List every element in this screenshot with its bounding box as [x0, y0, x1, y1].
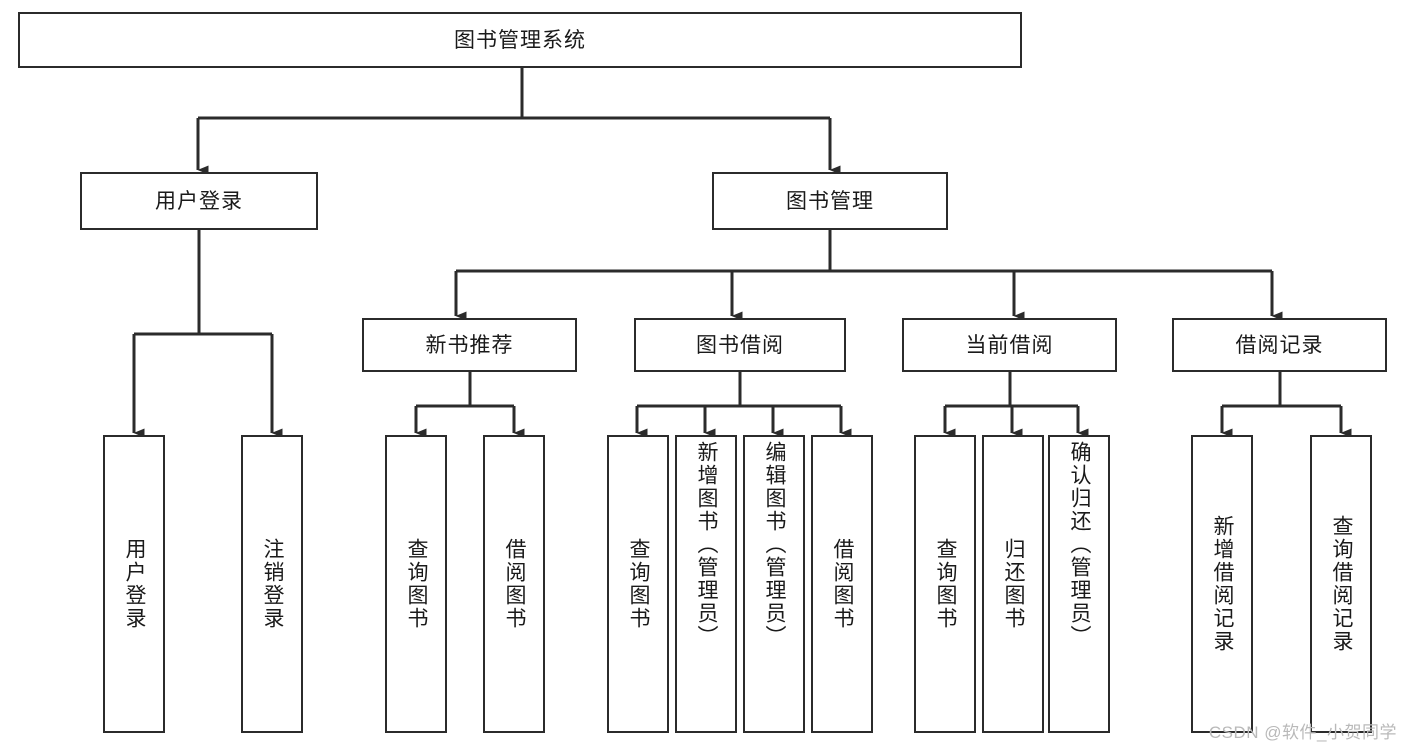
node-query-borrow-record[interactable]: 查询借阅记录	[1310, 435, 1372, 733]
node-add-book-admin[interactable]: 新增图书（管理员）	[675, 435, 737, 733]
node-query-book-borrow-label: 查询图书	[626, 538, 650, 630]
node-edit-book-admin-label: 编辑图书（管理员）	[762, 441, 786, 648]
node-query-book-recommend-label: 查询图书	[404, 538, 428, 630]
node-user-login-leaf-label: 用户登录	[122, 538, 146, 630]
node-return-book-label: 归还图书	[1001, 538, 1025, 630]
node-root-label: 图书管理系统	[454, 28, 586, 52]
node-borrow-record[interactable]: 借阅记录	[1172, 318, 1387, 372]
node-borrow-record-label: 借阅记录	[1235, 333, 1324, 357]
node-book-borrow[interactable]: 图书借阅	[634, 318, 846, 372]
node-query-book-current-label: 查询图书	[933, 538, 957, 630]
node-edit-book-admin[interactable]: 编辑图书（管理员）	[743, 435, 805, 733]
node-current-borrow[interactable]: 当前借阅	[902, 318, 1117, 372]
node-current-borrow-label: 当前借阅	[965, 333, 1054, 357]
node-new-book-recommend-label: 新书推荐	[425, 333, 514, 357]
node-borrow-book-label: 借阅图书	[830, 538, 854, 630]
node-new-book-recommend[interactable]: 新书推荐	[362, 318, 577, 372]
node-user-logout-leaf-label: 注销登录	[260, 538, 284, 630]
node-return-book[interactable]: 归还图书	[982, 435, 1044, 733]
node-add-book-admin-label: 新增图书（管理员）	[694, 441, 718, 648]
node-borrow-book[interactable]: 借阅图书	[811, 435, 873, 733]
node-user-login[interactable]: 用户登录	[80, 172, 318, 230]
node-add-borrow-record-label: 新增借阅记录	[1210, 515, 1234, 653]
node-query-book-recommend[interactable]: 查询图书	[385, 435, 447, 733]
node-borrow-book-recommend-label: 借阅图书	[502, 538, 526, 630]
watermark-text: CSDN @软件_小贺同学	[1208, 723, 1397, 742]
node-user-login-label: 用户登录	[155, 189, 243, 213]
node-confirm-return-admin-label: 确认归还（管理员）	[1067, 441, 1091, 648]
node-confirm-return-admin[interactable]: 确认归还（管理员）	[1048, 435, 1110, 733]
node-book-management-label: 图书管理	[786, 189, 874, 213]
node-book-management[interactable]: 图书管理	[712, 172, 948, 230]
node-book-borrow-label: 图书借阅	[696, 333, 784, 357]
node-root[interactable]: 图书管理系统	[18, 12, 1022, 68]
node-add-borrow-record[interactable]: 新增借阅记录	[1191, 435, 1253, 733]
node-query-book-borrow[interactable]: 查询图书	[607, 435, 669, 733]
node-borrow-book-recommend[interactable]: 借阅图书	[483, 435, 545, 733]
node-query-borrow-record-label: 查询借阅记录	[1329, 515, 1353, 653]
node-query-book-current[interactable]: 查询图书	[914, 435, 976, 733]
node-user-login-leaf[interactable]: 用户登录	[103, 435, 165, 733]
node-user-logout-leaf[interactable]: 注销登录	[241, 435, 303, 733]
